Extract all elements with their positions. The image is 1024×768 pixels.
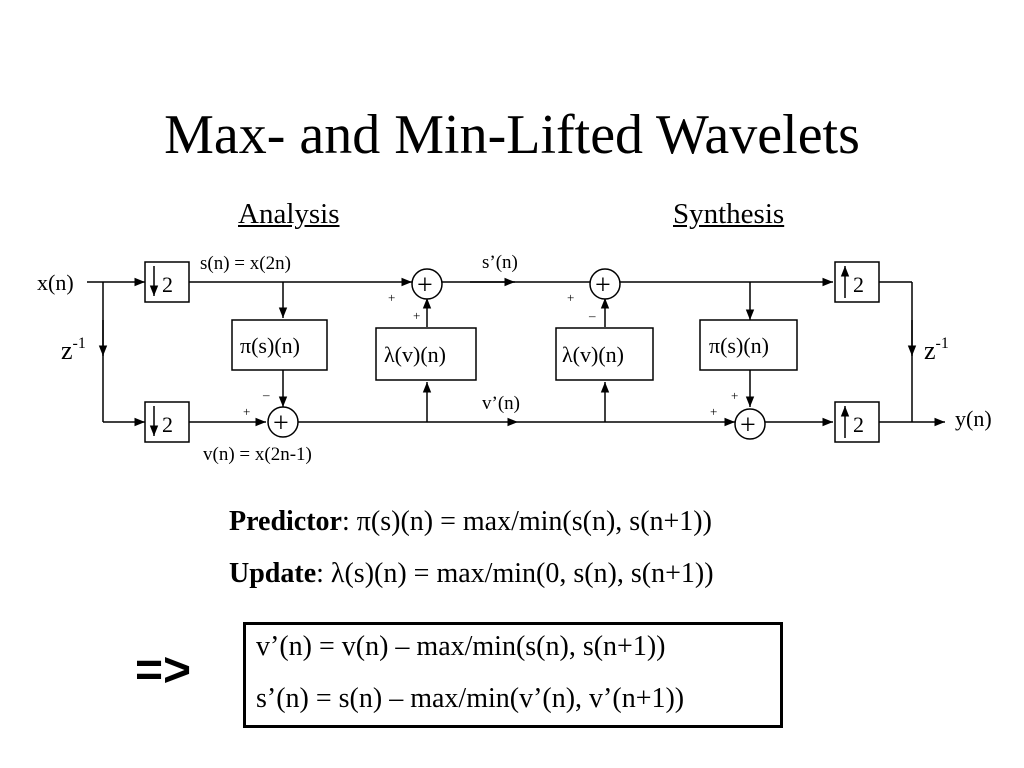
predictor-term: Predictor	[229, 506, 342, 537]
adder-symbol: +	[740, 410, 756, 441]
adder-synthesis-bottom	[734, 408, 766, 440]
even-output-label: s’(n)	[482, 252, 518, 273]
adder-symbol: +	[595, 270, 611, 301]
delay-right: z-1	[924, 335, 949, 365]
delay-exp: -1	[936, 335, 949, 352]
update-label: λ(v)(n)	[562, 342, 624, 367]
delay-base: z	[61, 336, 73, 365]
downsampler-bottom	[144, 401, 190, 443]
even-branch-label: s(n) = x(2n)	[200, 253, 291, 274]
odd-output-label: v’(n)	[482, 393, 520, 414]
upsampler-top	[834, 261, 880, 303]
synthesis-heading: Synthesis	[673, 198, 785, 230]
sign-minus: –	[588, 308, 596, 323]
odd-branch-label: v(n) = x(2n-1)	[203, 444, 312, 465]
sign-plus: +	[731, 388, 738, 403]
adder-analysis-top	[411, 268, 443, 300]
update-label: λ(v)(n)	[384, 342, 446, 367]
result-line-2: s’(n) = s(n) – max/min(v’(n), v’(n+1))	[256, 683, 685, 714]
output-label: y(n)	[955, 406, 992, 431]
delay-left: z-1	[61, 335, 86, 365]
delay-base: z	[924, 336, 936, 365]
sign-plus: +	[710, 404, 717, 419]
delay-exp: -1	[73, 335, 86, 352]
upsampler-bottom	[834, 401, 880, 443]
input-label: x(n)	[37, 270, 74, 295]
factor-label: 2	[853, 272, 864, 297]
sign-plus: +	[413, 308, 420, 323]
implies-arrow: =>	[135, 644, 192, 697]
factor-label: 2	[853, 412, 864, 437]
adder-synthesis-top	[589, 268, 621, 300]
downsampler-top	[144, 261, 190, 303]
sign-plus: +	[567, 290, 574, 305]
adder-symbol: +	[417, 270, 433, 301]
adder-symbol: +	[273, 408, 289, 439]
predictor-label: π(s)(n)	[709, 333, 769, 358]
slide-title: Max- and Min-Lifted Wavelets	[164, 104, 860, 166]
update-term: Update	[229, 558, 317, 589]
update-equation: Update: λ(s)(n) = max/min(0, s(n), s(n+1…	[229, 558, 714, 590]
analysis-heading: Analysis	[238, 198, 340, 230]
predictor-block-analysis	[231, 319, 328, 371]
factor-label: 2	[162, 272, 173, 297]
result-line-1: v’(n) = v(n) – max/min(s(n), s(n+1))	[256, 631, 666, 662]
predictor-label: π(s)(n)	[240, 333, 300, 358]
predictor-formula: : π(s)(n) = max/min(s(n), s(n+1))	[341, 506, 712, 537]
adder-analysis-bottom	[267, 406, 299, 438]
sign-plus: +	[243, 404, 250, 419]
factor-label: 2	[162, 412, 173, 437]
update-formula: : λ(s)(n) = max/min(0, s(n), s(n+1))	[316, 558, 714, 589]
sign-plus: +	[388, 290, 395, 305]
sign-minus: –	[262, 387, 270, 402]
result-box: v’(n) = v(n) – max/min(s(n), s(n+1)) s’(…	[243, 622, 783, 728]
predictor-equation: Predictor: π(s)(n) = max/min(s(n), s(n+1…	[229, 506, 712, 538]
update-block-synthesis	[555, 327, 654, 381]
predictor-block-synthesis	[699, 319, 798, 371]
update-block-analysis	[375, 327, 477, 381]
